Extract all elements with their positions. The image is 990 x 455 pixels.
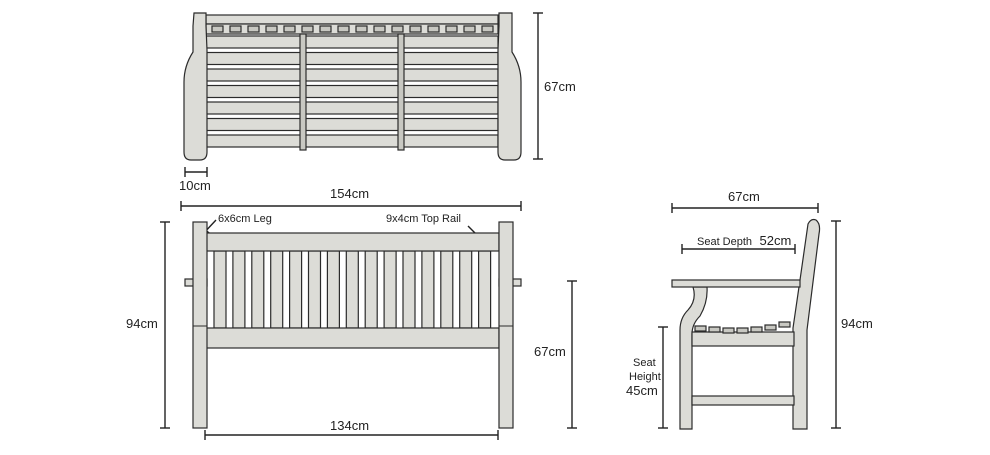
top-support-right bbox=[397, 33, 405, 151]
front-back-slat bbox=[440, 250, 454, 329]
top-slot bbox=[373, 25, 386, 33]
top-slot bbox=[391, 25, 404, 33]
top-slot bbox=[427, 25, 440, 33]
front-right-leg bbox=[498, 221, 514, 429]
side-view: 67cm Seat Depth 52cm 94cm Seat Height bbox=[626, 189, 873, 430]
front-back-slat bbox=[213, 250, 227, 329]
top-slot bbox=[355, 25, 368, 33]
top-seat-slat bbox=[205, 101, 499, 115]
top-seat-slat bbox=[205, 51, 499, 66]
front-width-label: 154cm bbox=[330, 186, 369, 201]
side-seat-slat bbox=[736, 327, 749, 334]
front-back-slat bbox=[270, 250, 284, 329]
top-slot-row bbox=[211, 25, 494, 33]
arm-width-label: 10cm bbox=[179, 178, 211, 193]
seat-depth-prefix: Seat Depth bbox=[697, 236, 752, 248]
front-back-slat bbox=[289, 250, 303, 329]
front-back-slat bbox=[345, 250, 359, 329]
front-back-slat bbox=[364, 250, 378, 329]
side-armrest bbox=[671, 279, 801, 288]
front-left-leg bbox=[192, 221, 208, 429]
seat-depth-label: Seat Depth 52cm bbox=[697, 232, 791, 249]
side-seat-slats bbox=[694, 321, 791, 334]
top-support-left bbox=[299, 33, 307, 151]
top-seat-slat bbox=[205, 35, 499, 49]
side-stretcher bbox=[691, 395, 795, 406]
top-slot bbox=[283, 25, 296, 33]
front-back-slat bbox=[383, 250, 397, 329]
top-slot bbox=[265, 25, 278, 33]
side-height-label: 94cm bbox=[841, 316, 873, 331]
top-slot bbox=[211, 25, 224, 33]
seat-depth-value: 52cm bbox=[760, 233, 792, 248]
side-back-leg bbox=[792, 218, 821, 430]
front-back-slat bbox=[326, 250, 340, 329]
top-slot bbox=[301, 25, 314, 33]
side-seat-slat bbox=[750, 326, 763, 333]
front-back-slat bbox=[402, 250, 416, 329]
top-back-rail bbox=[205, 14, 499, 25]
top-slot bbox=[319, 25, 332, 33]
top-seat-slat bbox=[205, 117, 499, 132]
side-seat-rail bbox=[691, 331, 795, 347]
arm-height-label: 67cm bbox=[534, 344, 566, 359]
leg-callout-label: 6x6cm Leg bbox=[218, 213, 272, 225]
top-seat-slat bbox=[205, 84, 499, 99]
top-view: 67cm 10cm bbox=[179, 12, 576, 193]
front-back-slat bbox=[459, 250, 473, 329]
seat-height-line2: Height bbox=[629, 371, 661, 383]
side-seat-slat bbox=[764, 324, 777, 331]
front-height-label: 94cm bbox=[126, 316, 158, 331]
top-seat-slat bbox=[205, 68, 499, 82]
front-seat-rail bbox=[205, 327, 500, 349]
seat-height-line1: Seat bbox=[633, 357, 656, 369]
top-slot bbox=[463, 25, 476, 33]
front-back-slat bbox=[307, 250, 322, 329]
front-top-rail bbox=[205, 232, 500, 252]
top-slot bbox=[481, 25, 494, 33]
front-back-slat bbox=[478, 250, 492, 329]
side-seat-slat bbox=[708, 326, 721, 333]
top-slot bbox=[229, 25, 242, 33]
top-slot bbox=[445, 25, 458, 33]
top-seat-slat bbox=[205, 134, 499, 148]
front-back-slat bbox=[232, 250, 246, 329]
top-slot bbox=[409, 25, 422, 33]
top-depth-label: 67cm bbox=[544, 79, 576, 94]
top-slot bbox=[247, 25, 260, 33]
top-left-arm bbox=[183, 12, 208, 161]
front-back-slat bbox=[421, 250, 435, 329]
top-slot bbox=[337, 25, 350, 33]
side-seat-slat bbox=[778, 321, 791, 328]
side-front-leg bbox=[679, 286, 708, 430]
top-seat-slats bbox=[205, 35, 499, 148]
side-seat-slat bbox=[694, 325, 707, 332]
side-seat-slat bbox=[722, 327, 735, 334]
front-back-slats bbox=[213, 250, 492, 329]
rail-callout-label: 9x4cm Top Rail bbox=[386, 213, 461, 225]
front-view: 154cm 6x6cm Leg 9x4cm Top Rail 94cm 67cm bbox=[126, 186, 577, 440]
top-right-arm bbox=[497, 12, 522, 161]
seat-height-value: 45cm bbox=[626, 383, 658, 398]
side-depth-label: 67cm bbox=[728, 189, 760, 204]
inner-width-label: 134cm bbox=[330, 418, 369, 433]
front-back-slat bbox=[251, 250, 265, 329]
